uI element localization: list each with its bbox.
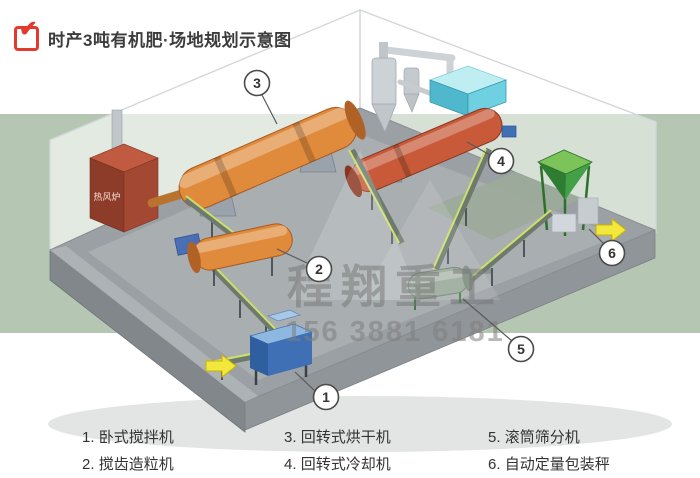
cooler-highlight (352, 108, 495, 175)
mixer-left-face (250, 336, 268, 376)
belt-frame (184, 196, 240, 242)
mixer-right-face (268, 332, 312, 376)
dryer-highlight (178, 106, 349, 189)
flow-arrow-left (205, 353, 237, 379)
callout-number: 3 (253, 75, 261, 91)
cooler-endcap (344, 165, 362, 198)
legend-item-1: 1. 卧式搅拌机 (82, 424, 174, 451)
overhead-pipe (382, 46, 456, 62)
granulator-highlight (195, 225, 288, 253)
callout-1: 1 (312, 383, 340, 411)
tank-right (467, 79, 507, 117)
legend-column-3: 5. 滚筒筛分机 6. 自动定量包装秤 (488, 424, 610, 478)
legend-num: 4. (284, 456, 297, 473)
callout-number: 6 (608, 245, 616, 261)
callout-line-1 (294, 371, 316, 392)
rotary-cooler (344, 107, 503, 198)
belt-rail (457, 209, 552, 289)
legend-item-2: 2. 搅齿造粒机 (82, 451, 174, 478)
cooler-pump (501, 125, 517, 138)
callout-5: 5 (507, 335, 535, 363)
belt-rail (185, 195, 239, 237)
furnace-label: 热风炉 (93, 191, 120, 202)
legend-item-5: 5. 滚筒筛分机 (488, 424, 610, 451)
screen-endcap (462, 265, 473, 292)
cyclone-cone (371, 103, 397, 134)
rotary-dryer (178, 100, 366, 210)
legend-num: 1. (82, 429, 95, 446)
callout-line-2 (276, 248, 308, 264)
belt-frame (349, 148, 405, 245)
callout-line-3 (261, 94, 278, 125)
legend-num: 5. (488, 429, 501, 446)
callout-circle (487, 147, 515, 175)
belt-frame (456, 210, 553, 294)
legend-label: 回转式烘干机 (300, 429, 391, 446)
watermark-phone: 156 3881 6181 (285, 316, 505, 348)
platform-shadow (48, 396, 672, 452)
legend-label: 搅齿造粒机 (98, 456, 174, 473)
legend-item-6: 6. 自动定量包装秤 (488, 451, 610, 478)
callout-2: 2 (305, 255, 333, 283)
dryer-endcap (344, 100, 366, 140)
hopper-face-left (538, 162, 566, 200)
check-icon: ✔ (14, 18, 39, 51)
callout-3: 3 (243, 69, 271, 97)
callout-circle (598, 239, 626, 267)
conveyor-screen-hopper (456, 209, 553, 294)
packer-box (551, 213, 577, 233)
callout-number: 1 (322, 389, 330, 405)
granulator (187, 223, 293, 274)
cooler-ring (392, 143, 412, 178)
hopper-rim (537, 149, 593, 175)
callout-number: 2 (315, 261, 323, 277)
belt-rail (348, 149, 400, 244)
legend-label: 卧式搅拌机 (98, 429, 174, 446)
legend-num: 2. (82, 456, 95, 473)
drum-screen (407, 265, 473, 300)
cyclone-body (371, 57, 397, 107)
callout-4: 4 (487, 147, 515, 175)
callout-circle (243, 69, 271, 97)
page-title: 时产3吨有机肥·场地规划示意图 (48, 31, 292, 50)
callout-circle (507, 335, 535, 363)
callout-line-4 (466, 141, 491, 156)
legend-num: 6. (488, 456, 501, 473)
legend-label: 回转式冷却机 (300, 456, 391, 473)
cyclone2-cone (403, 93, 420, 113)
callout-6: 6 (598, 239, 626, 267)
mixer-hopper (267, 309, 301, 322)
tank-pipe (397, 79, 435, 97)
belt-rail (432, 148, 487, 270)
dryer-ring-1 (213, 155, 237, 198)
conveyor-cooler-screen (432, 147, 492, 271)
callout-line-5 (462, 298, 513, 342)
legend-column-2: 3. 回转式烘干机 4. 回转式冷却机 (284, 424, 391, 478)
callout-circle (305, 255, 333, 283)
watermark-logo-shape-2 (360, 180, 500, 300)
page-header: ✔ 时产3吨有机肥·场地规划示意图 (14, 18, 292, 51)
legend-num: 3. (284, 429, 297, 446)
legend-item-4: 4. 回转式冷却机 (284, 451, 391, 478)
callout-line-6 (588, 228, 605, 245)
conveyor-dryer-center (348, 148, 405, 245)
belt-frame (433, 147, 492, 271)
check-glyph: ✔ (19, 16, 38, 41)
legend-label: 自动定量包装秤 (504, 456, 610, 473)
callout-number: 5 (517, 341, 525, 357)
flow-arrow-right (595, 217, 627, 243)
legend-item-3: 3. 回转式烘干机 (284, 424, 391, 451)
legend-column-1: 1. 卧式搅拌机 2. 搅齿造粒机 (82, 424, 174, 478)
legend-label: 滚筒筛分机 (504, 429, 580, 446)
cyclone-stem (379, 42, 388, 60)
callout-circle (312, 383, 340, 411)
screen-highlight (410, 269, 464, 285)
granulator-endcap (187, 241, 201, 274)
bagging-stand (577, 197, 599, 225)
callout-number: 4 (497, 153, 505, 169)
furnace-side (123, 157, 159, 233)
dryer-ring-2 (292, 121, 316, 163)
